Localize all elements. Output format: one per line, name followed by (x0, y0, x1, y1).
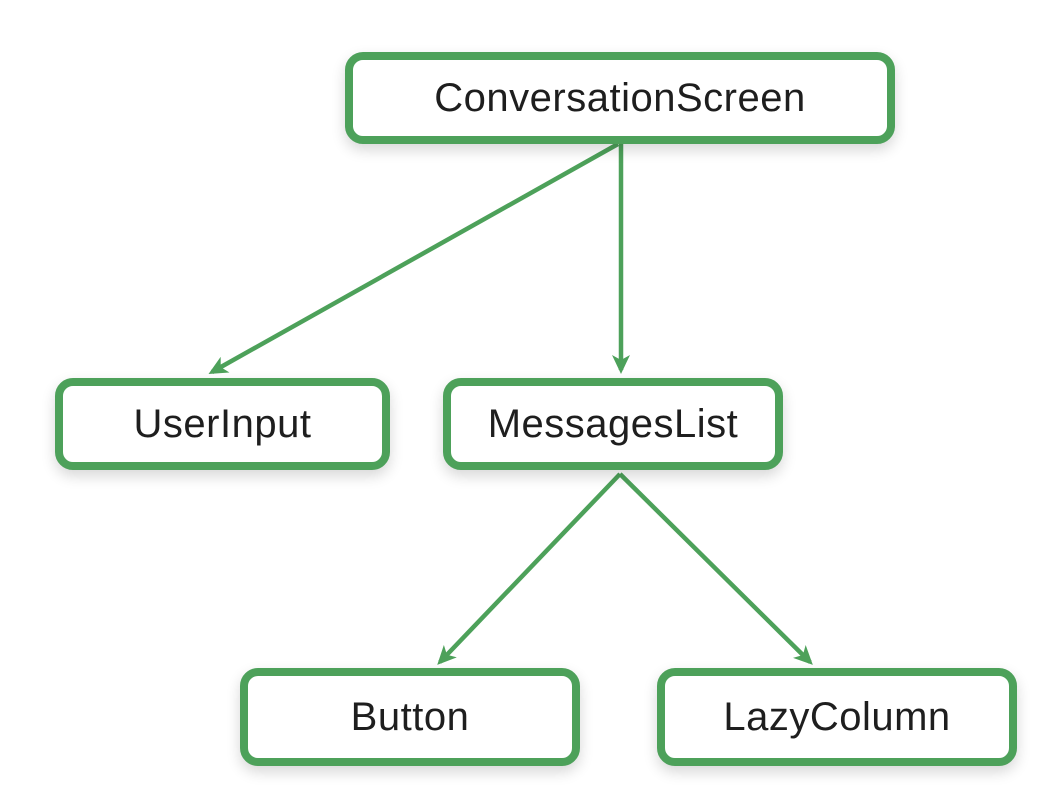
node-button-label: Button (350, 694, 470, 739)
node-messages-list-label: MessagesList (487, 401, 739, 446)
node-user-input-label: UserInput (133, 401, 312, 446)
node-button: Button (240, 668, 580, 766)
node-conversation-screen-label: ConversationScreen (434, 75, 806, 120)
node-lazy-column-label: LazyColumn (723, 694, 951, 739)
edge-messageslist-lazycolumn (618, 472, 813, 665)
node-lazy-column: LazyColumn (657, 668, 1017, 766)
edge-messageslist-button (437, 472, 622, 665)
node-messages-list: MessagesList (443, 378, 783, 470)
edge-conversationscreen-userinput (208, 142, 620, 374)
node-conversation-screen: ConversationScreen (345, 52, 895, 144)
node-user-input: UserInput (55, 378, 390, 470)
